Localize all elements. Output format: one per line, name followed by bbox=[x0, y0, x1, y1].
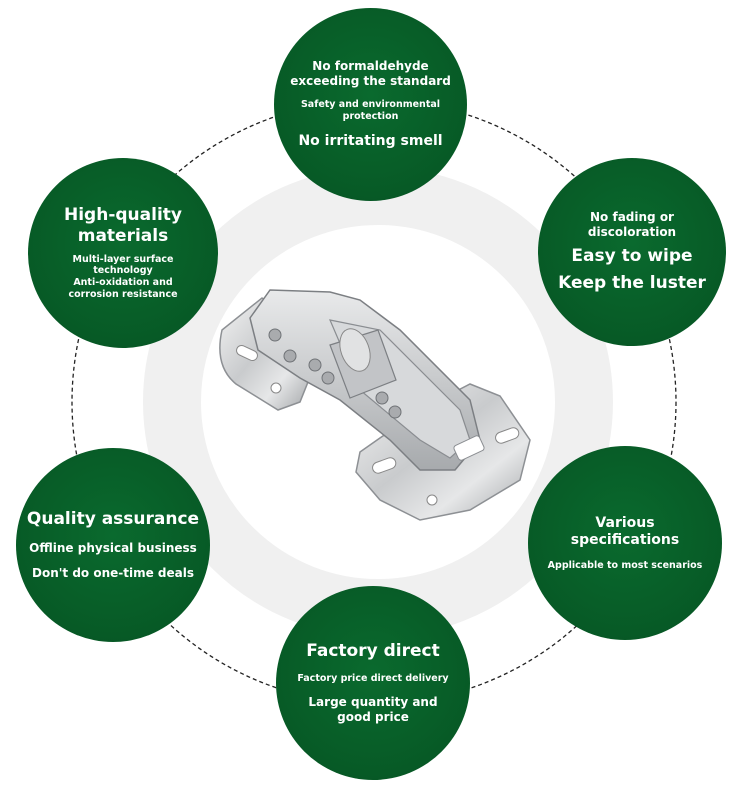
feature-circle-specifications: Various specifications Applicable to mos… bbox=[528, 446, 722, 640]
text: Quality assurance bbox=[26, 509, 200, 530]
text: discoloration bbox=[587, 224, 677, 239]
text: specifications bbox=[570, 532, 680, 549]
text: good price bbox=[337, 709, 409, 724]
text: Large quantity and bbox=[308, 694, 438, 709]
text: Safety and environmental bbox=[300, 98, 441, 110]
text: Don't do one-time deals bbox=[31, 565, 194, 580]
text: Keep the luster bbox=[558, 273, 706, 293]
text: High-quality bbox=[64, 205, 182, 225]
feature-circle-quality: Quality assurance Offline physical busin… bbox=[16, 448, 210, 642]
text: No fading or bbox=[590, 209, 674, 224]
text: No irritating smell bbox=[298, 132, 443, 149]
text: Applicable to most scenarios bbox=[547, 559, 703, 571]
feature-circle-luster: No fading or discoloration Easy to wipe … bbox=[538, 158, 726, 346]
text: Anti-oxidation and bbox=[73, 277, 173, 289]
text: No formaldehyde bbox=[312, 58, 429, 73]
text: Easy to wipe bbox=[571, 245, 693, 266]
text: Factory price direct delivery bbox=[297, 672, 449, 684]
text: exceeding the standard bbox=[290, 73, 451, 88]
text: Various bbox=[595, 514, 655, 531]
text: Offline physical business bbox=[29, 540, 197, 555]
feature-circle-environment: No formaldehyde exceeding the standard S… bbox=[274, 8, 467, 201]
feature-circle-materials: High-quality materials Multi-layer surfa… bbox=[28, 158, 218, 348]
cabinet-hinge-icon bbox=[219, 289, 531, 521]
text: Factory direct bbox=[306, 641, 440, 662]
text: technology bbox=[93, 265, 153, 277]
text: Multi-layer surface bbox=[72, 253, 174, 265]
text: corrosion resistance bbox=[68, 289, 178, 301]
feature-circle-factory: Factory direct Factory price direct deli… bbox=[276, 586, 470, 780]
text: materials bbox=[77, 226, 169, 247]
text: protection bbox=[342, 110, 399, 122]
